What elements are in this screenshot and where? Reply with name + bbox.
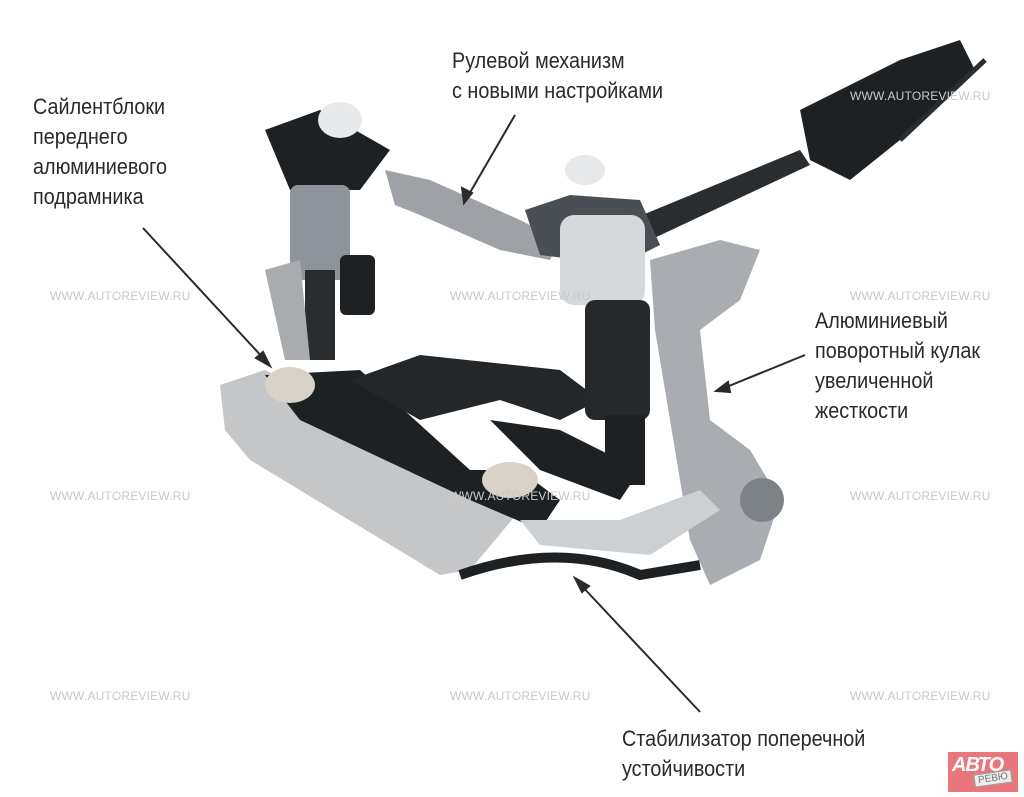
right-strut [525,155,660,485]
subframe [220,355,640,575]
label-stabilizer: Стабилизатор поперечной устойчивости [622,726,866,781]
arrowhead [254,350,273,369]
steering-rack [385,40,987,260]
logo-top: АВТО [952,754,1004,776]
arrow-stabilizer [579,583,701,713]
arrow-steering [467,114,516,197]
label-steering-knuckle: Алюминиевый поворотный кулак увеличенной… [815,308,981,423]
label-subframe-bushings: Сайлентблоки переднего алюминиевого подр… [33,94,167,209]
autoreview-logo: АВТО РЕВЮ [948,752,1018,792]
lower-arm-and-stabilizer [458,490,720,581]
callout-arrows [142,114,806,713]
left-strut [265,102,390,360]
label-steering-mechanism: Рулевой механизм с новыми настройками [452,48,664,103]
arrowhead [460,186,474,206]
arrowhead [713,380,732,394]
arrow-subframe-bushings [142,227,266,361]
steering-knuckle [650,240,784,585]
arrowhead [572,575,591,594]
arrow-knuckle [723,354,806,389]
